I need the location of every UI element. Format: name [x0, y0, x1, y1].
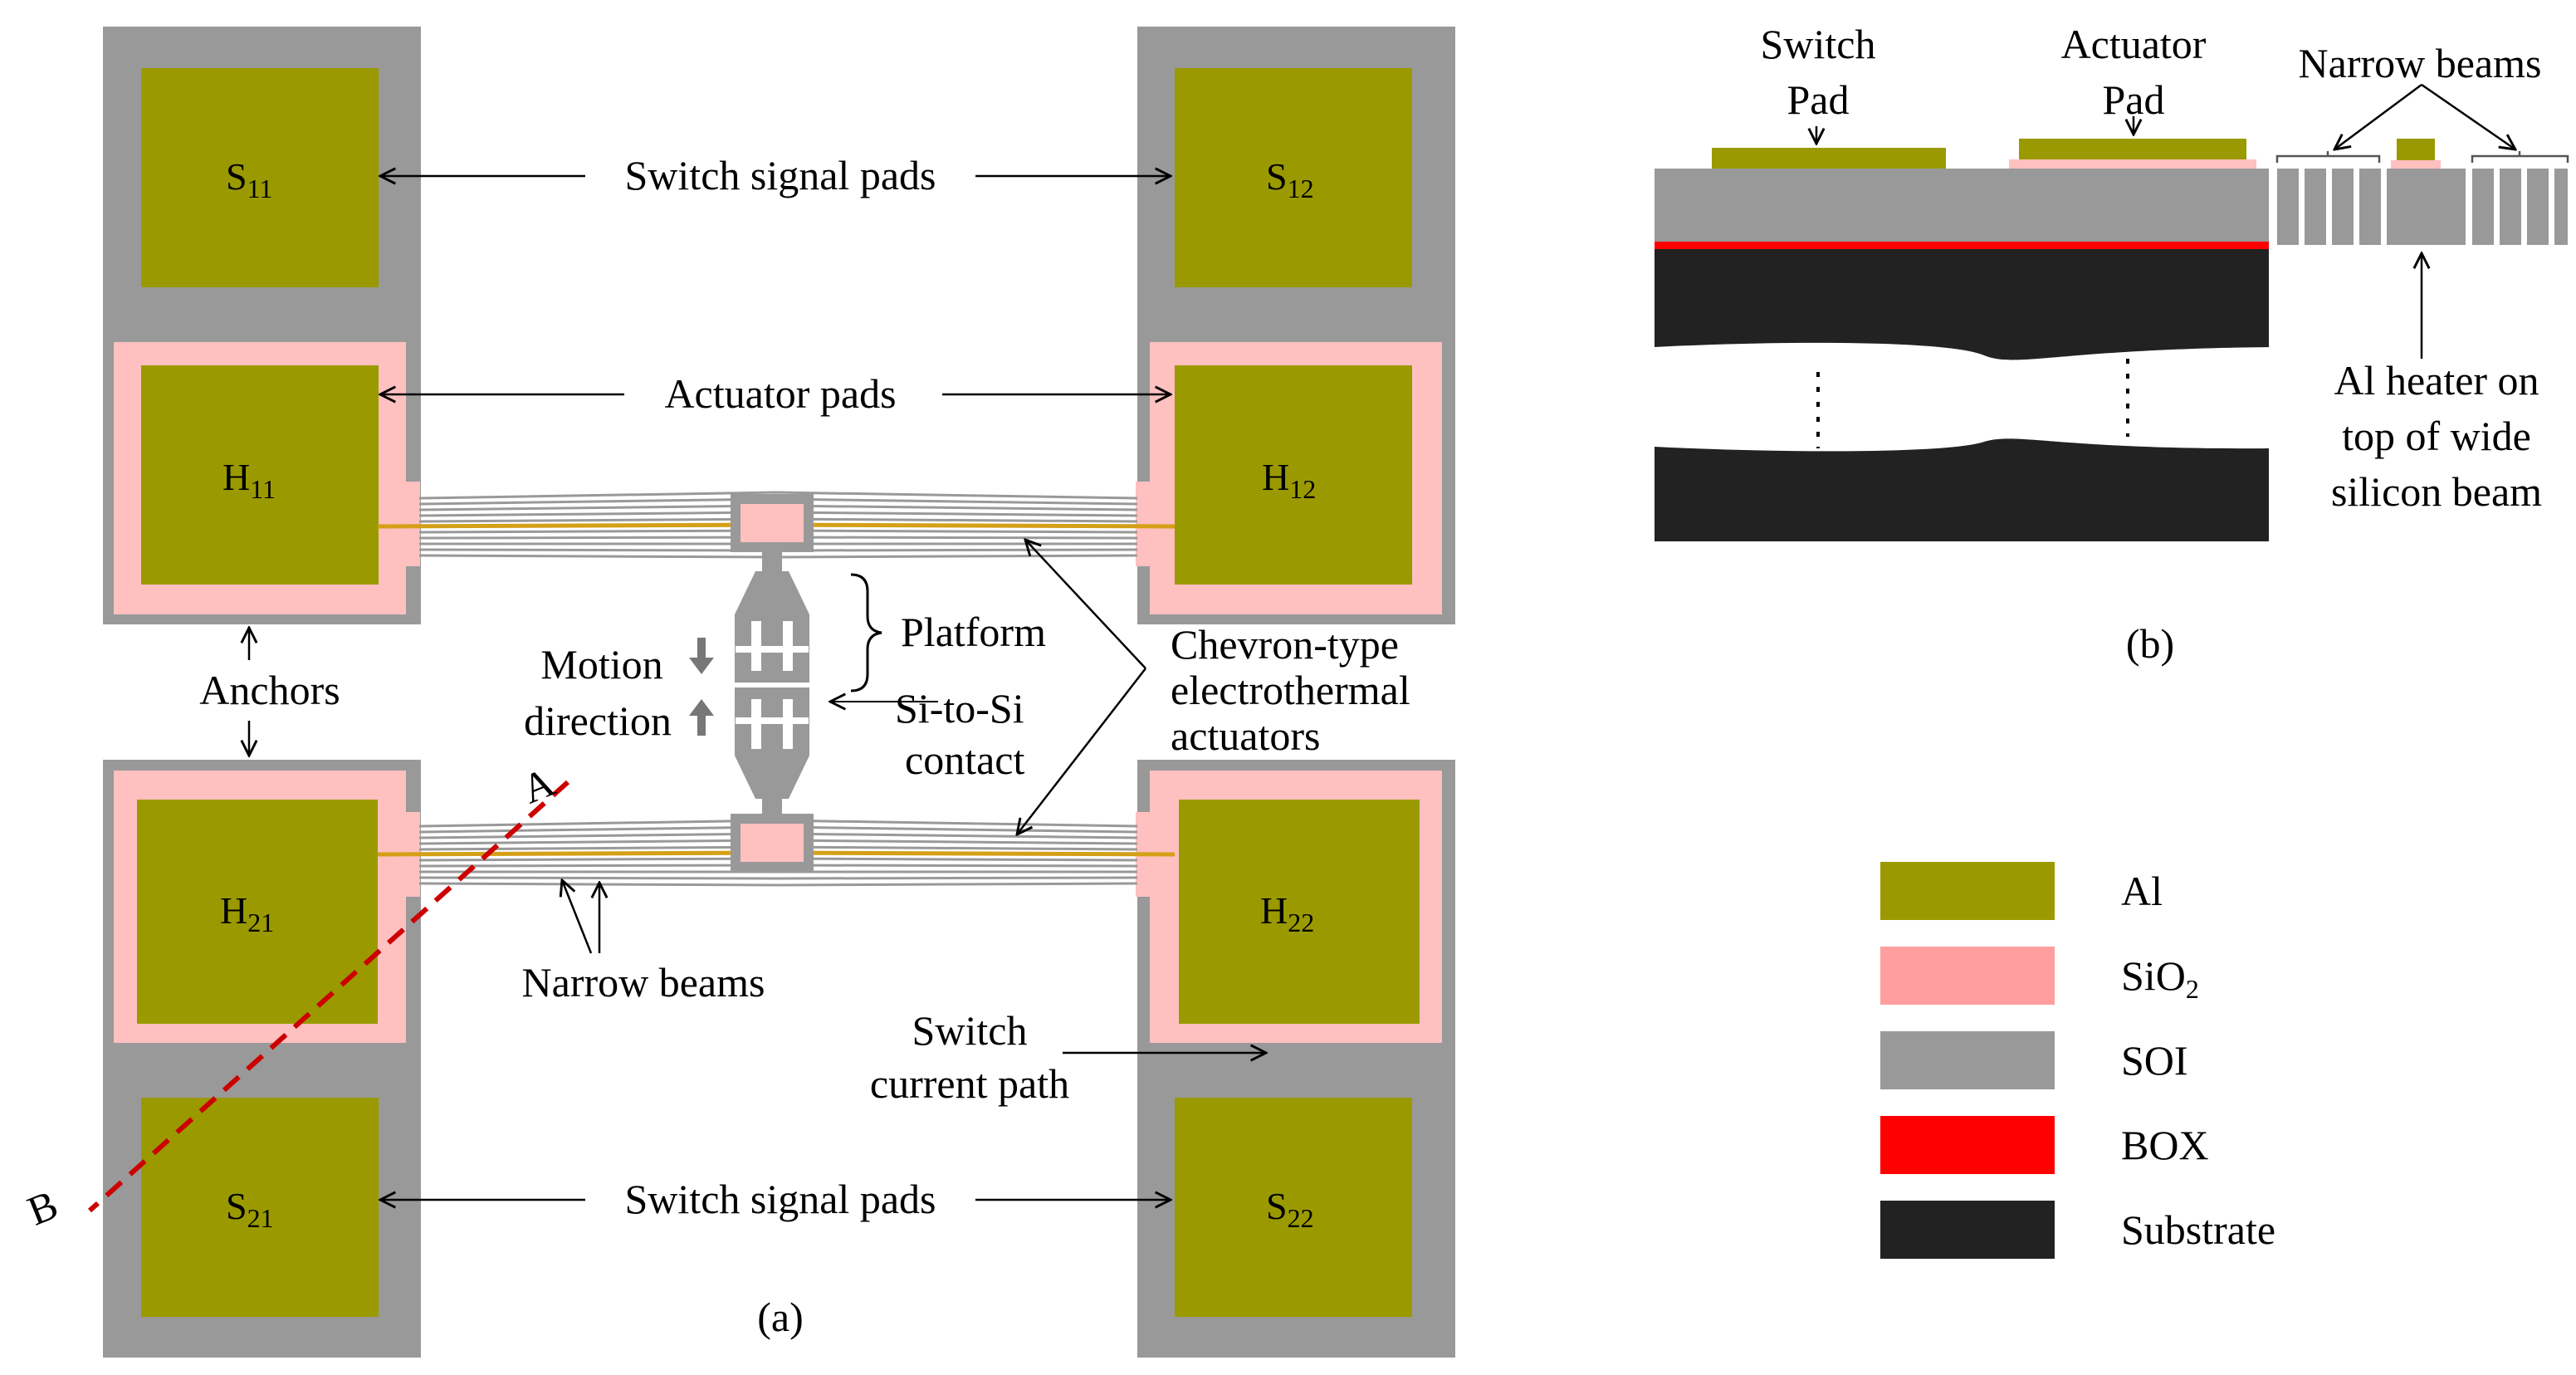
pad-s21 [141, 1098, 379, 1317]
label-motion-2: direction [524, 697, 672, 744]
label-current-1: Switch [912, 1007, 1028, 1054]
actuator-pad-al [2019, 139, 2246, 159]
label-chevron-3: actuators [1171, 712, 1320, 759]
wide-silicon-beam [2387, 169, 2466, 245]
heater-oxide [2391, 160, 2441, 169]
legend-label-substrate: Substrate [2121, 1206, 2275, 1253]
legend-swatch-box [1880, 1116, 2055, 1174]
beam-root-h11 [387, 482, 420, 566]
label-contact-2: contact [905, 736, 1024, 783]
box-layer [1655, 242, 2269, 249]
point-b-label: B [21, 1181, 64, 1234]
label-platform: Platform [901, 609, 1046, 655]
label-actuator-pad-1: Actuator [2061, 21, 2207, 67]
pad-label-h22: H22 [1260, 889, 1314, 937]
platform-body-top [735, 571, 809, 683]
pad-label-s22: S22 [1266, 1185, 1314, 1233]
platform-body-bottom [735, 688, 809, 799]
pad-label-s11: S11 [226, 155, 272, 203]
label-heater-2: top of wide [2342, 413, 2531, 459]
label-actuator-pads: Actuator pads [664, 370, 896, 417]
label-switch-pad-1: Switch [1761, 21, 1876, 67]
pad-s12 [1175, 68, 1412, 287]
legend-swatch-sio2 [1880, 947, 2055, 1005]
label-motion-1: Motion [540, 641, 662, 688]
pad-h11 [141, 365, 379, 585]
label-chevron-1: Chevron-type [1171, 621, 1399, 668]
label-narrow-beams-b: Narrow beams [2299, 40, 2542, 86]
legend-label-sio2: SiO2 [2121, 952, 2199, 1004]
label-chevron-2: electrothermal [1171, 667, 1410, 713]
section-line-ab [87, 780, 570, 1213]
label-narrow-beams-a: Narrow beams [522, 959, 765, 1006]
motion-direction-arrows [689, 638, 714, 736]
label-switch-signal-pads-bottom: Switch signal pads [625, 1176, 936, 1222]
label-current-2: current path [870, 1060, 1069, 1107]
pad-label-s12: S12 [1266, 155, 1314, 203]
annotation-arrows-a [249, 176, 1266, 1200]
label-actuator-pad-2: Pad [2103, 76, 2165, 123]
al-heater [2397, 139, 2435, 160]
substrate-break [1655, 342, 2275, 452]
beam-brace-right [2471, 151, 2569, 163]
label-heater-3: silicon beam [2331, 468, 2542, 515]
switch-pad-al [1712, 148, 1946, 169]
pad-label-h11: H11 [222, 456, 276, 504]
actuator-pad-oxide [2009, 159, 2256, 169]
si-contact-gap [731, 683, 814, 688]
pad-s11 [141, 68, 379, 287]
panel-b: Switch Pad Actuator Pad Narrow beams Al … [1655, 21, 2569, 667]
caption-b: (b) [2126, 620, 2174, 667]
legend-swatch-soi [1880, 1031, 2055, 1089]
pad-s22 [1175, 1098, 1412, 1317]
platform [731, 494, 814, 872]
annotation-arrows-b [1816, 83, 2515, 359]
legend-label-soi: SOI [2121, 1037, 2188, 1084]
narrow-beams-cross-section [2277, 169, 2568, 245]
point-a-label: A [516, 758, 560, 812]
label-heater-1: Al heater on [2334, 357, 2539, 404]
legend-swatch-al [1880, 862, 2055, 920]
label-contact-1: Si-to-Si [895, 685, 1024, 732]
legend: Al SiO2 SOI BOX Substrate [1880, 862, 2275, 1259]
legend-label-box: BOX [2121, 1122, 2209, 1168]
label-switch-pad-2: Pad [1787, 76, 1850, 123]
pad-label-s21: S21 [226, 1185, 274, 1233]
soi-layer [1655, 169, 2269, 242]
beam-root-h12 [1136, 482, 1169, 566]
panel-a: S11 S12 H11 H12 H21 H22 S21 S22 [21, 27, 1455, 1358]
pad-label-h12: H12 [1262, 456, 1316, 504]
legend-label-al: Al [2121, 868, 2163, 914]
label-switch-signal-pads-top: Switch signal pads [625, 152, 936, 198]
beam-brace-left [2275, 151, 2381, 163]
pad-h21 [137, 800, 378, 1024]
label-anchors: Anchors [199, 667, 340, 713]
pad-h12 [1175, 365, 1412, 585]
caption-a: (a) [757, 1294, 804, 1340]
pad-h22 [1179, 800, 1420, 1024]
platform-brace [850, 573, 882, 692]
pad-label-h21: H21 [220, 889, 274, 937]
legend-swatch-substrate [1880, 1201, 2055, 1259]
